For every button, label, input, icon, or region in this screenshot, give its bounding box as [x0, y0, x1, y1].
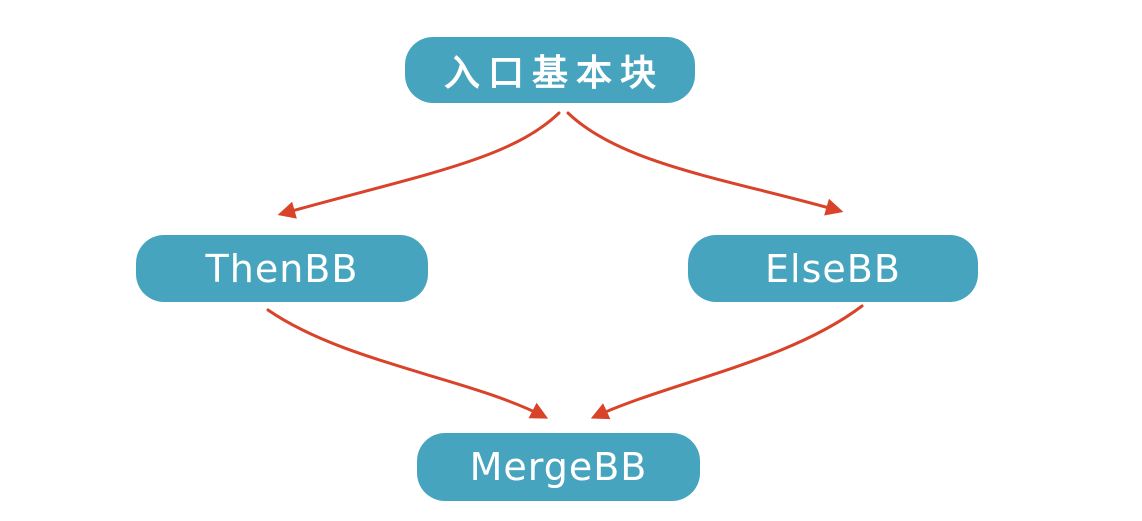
edge-elsebb-to-mergebb [590, 304, 864, 420]
node-entry-basic-block: 入口基本块 [405, 37, 695, 103]
edge-entry-to-thenbb [277, 111, 561, 219]
edge-entry-to-elsebb [566, 111, 844, 216]
node-mergebb: MergeBB [417, 433, 700, 501]
node-elsebb: ElseBB [688, 235, 978, 302]
edge-thenbb-to-mergebb [266, 308, 549, 419]
node-thenbb: ThenBB [136, 235, 428, 302]
